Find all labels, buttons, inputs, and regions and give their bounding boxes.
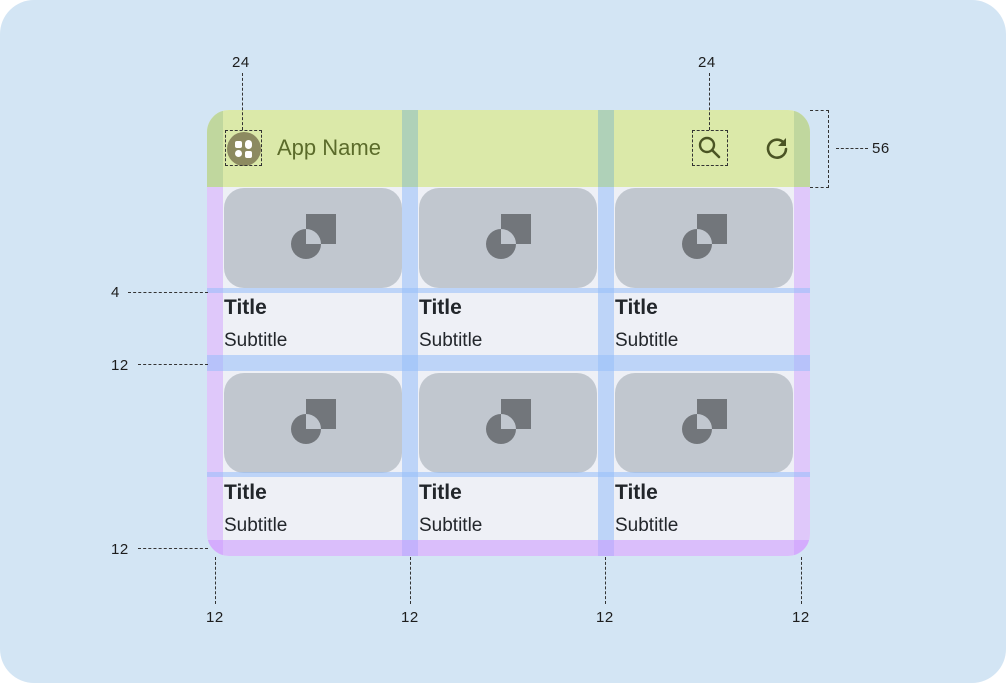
bottom-margin-overlay	[207, 540, 810, 556]
column-margin-label: 12	[401, 609, 419, 626]
leader-line	[605, 557, 606, 604]
app-logo-icon[interactable]	[227, 132, 261, 166]
media-placeholder-icon	[682, 399, 727, 444]
media-placeholder-icon	[486, 214, 531, 259]
column-margin-label: 12	[792, 609, 810, 626]
search-icon[interactable]	[693, 131, 727, 165]
icon-size-box	[225, 130, 262, 166]
media-placeholder-icon	[682, 214, 727, 259]
card-subtitle: Subtitle	[419, 515, 483, 536]
right-margin-overlay	[794, 187, 810, 556]
app-bar-height-label: 56	[872, 140, 890, 157]
leader-line	[138, 548, 208, 549]
card-title: Title	[224, 296, 267, 319]
card-thumbnail	[419, 373, 597, 473]
leader-line	[215, 557, 216, 604]
icon-size-label: 24	[232, 54, 250, 71]
card-subtitle: Subtitle	[419, 330, 483, 351]
leader-line	[410, 557, 411, 604]
leader-line	[138, 364, 208, 365]
card-title: Title	[419, 481, 462, 504]
column-margin-label: 12	[596, 609, 614, 626]
media-placeholder-icon	[291, 399, 336, 444]
card-thumbnail	[224, 188, 402, 288]
column-margin-label: 12	[206, 609, 224, 626]
leader-line	[836, 148, 868, 149]
card-subtitle: Subtitle	[224, 330, 288, 351]
leader-line	[801, 557, 802, 604]
spacing-overlay	[207, 288, 810, 293]
card-subtitle: Subtitle	[615, 330, 679, 351]
media-placeholder-icon	[486, 399, 531, 444]
app-name: App Name	[277, 135, 381, 160]
card-title: Title	[615, 481, 658, 504]
card-title: Title	[419, 296, 462, 319]
app-bar-height-bracket	[810, 110, 829, 188]
card-subtitle: Subtitle	[224, 515, 288, 536]
leader-line	[709, 73, 710, 130]
icon-size-label: 24	[698, 54, 716, 71]
media-placeholder-icon	[291, 214, 336, 259]
refresh-icon[interactable]	[763, 134, 791, 162]
card-subtitle: Subtitle	[615, 515, 679, 536]
card-thumbnail	[419, 188, 597, 288]
card-title: Title	[224, 481, 267, 504]
card-thumbnail	[224, 373, 402, 473]
bottom-margin-label: 12	[111, 541, 129, 558]
card-thumbnail	[615, 373, 793, 473]
card-title: Title	[615, 296, 658, 319]
leader-line	[242, 73, 243, 130]
icon-size-box	[692, 130, 728, 166]
row-gutter-overlay	[207, 355, 810, 371]
left-margin-overlay	[207, 187, 223, 556]
spacing-label: 4	[111, 284, 120, 301]
row-gutter-label: 12	[111, 357, 129, 374]
leader-line	[128, 292, 208, 293]
card-thumbnail	[615, 188, 793, 288]
